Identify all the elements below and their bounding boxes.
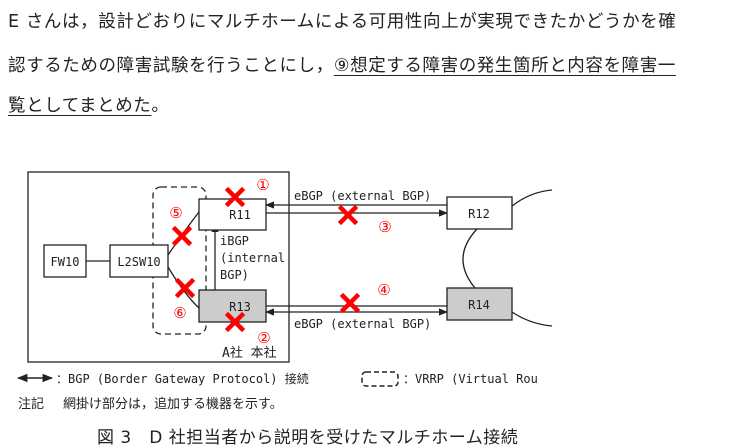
label-l2sw10: L2SW10 [117,255,160,269]
legend-bgp: ：BGP (Border Gateway Protocol) 接続 [56,372,309,386]
failure-x-icon-6 [174,277,196,299]
label-r14: R14 [468,298,490,312]
figure-caption: 図 3 D 社担当者から説明を受けたマルチホーム接続 [97,428,519,448]
provider-link-r12-r14 [462,228,478,289]
provider-cloud-top [511,189,553,207]
ebgp-top-label: eBGP (external BGP) [294,189,431,203]
paragraph-line-1: E さんは，設計どおりにマルチホームによる可用性向上が実現できたかどうかを確 [8,12,677,32]
paragraph-line-3: 覧としてまとめた。 [8,92,170,117]
node-fw10 [43,244,87,278]
failure-x-icon-4 [339,292,361,314]
vrrp-group [152,186,207,335]
ibgp-label-2: (internal [220,251,285,265]
marker-3: ③ [378,218,391,236]
underlined-question-9: ⑨想定する障害の発生箇所と内容を障害一 [333,56,676,76]
site-boundary [27,171,290,363]
node-l2sw10 [109,244,169,278]
line-2-text: 認するための障害試験を行うことにし， [8,56,334,76]
marker-5: ⑤ [169,204,182,222]
ebgp-bottom-label: eBGP (external BGP) [294,317,431,331]
marker-2: ② [257,329,270,347]
marker-4: ④ [377,281,390,299]
failure-x-icon-2 [224,311,246,333]
legend-vrrp-icon [361,371,399,387]
note-label: 注記 [18,397,45,412]
label-r12: R12 [468,207,490,221]
label-fw10: FW10 [51,255,80,269]
node-r14 [446,287,513,321]
node-r11 [198,198,267,231]
marker-6: ⑥ [173,304,186,322]
legend-vrrp: ：VRRP (Virtual Rou [403,372,538,386]
line-3-end: 。 [151,96,170,116]
node-r12 [446,196,513,230]
label-r13: R13 [229,300,251,314]
ibgp-label-3: BGP) [220,268,249,282]
failure-x-icon-5 [171,225,193,247]
failure-x-icon-1 [224,186,246,208]
site-label: A社 本社 [222,345,277,361]
ibgp-label-1: iBGP [220,234,249,248]
label-r11: R11 [229,208,251,222]
note-text: 網掛け部分は，追加する機器を示す。 [63,397,283,412]
marker-1: ① [256,176,269,194]
provider-cloud-bottom [511,311,553,327]
paragraph-line-2: 認するための障害試験を行うことにし，⑨想定する障害の発生箇所と内容を障害一 [8,52,676,77]
underlined-question-9-cont: 覧としてまとめた [8,96,152,116]
failure-x-icon-3 [337,204,359,226]
